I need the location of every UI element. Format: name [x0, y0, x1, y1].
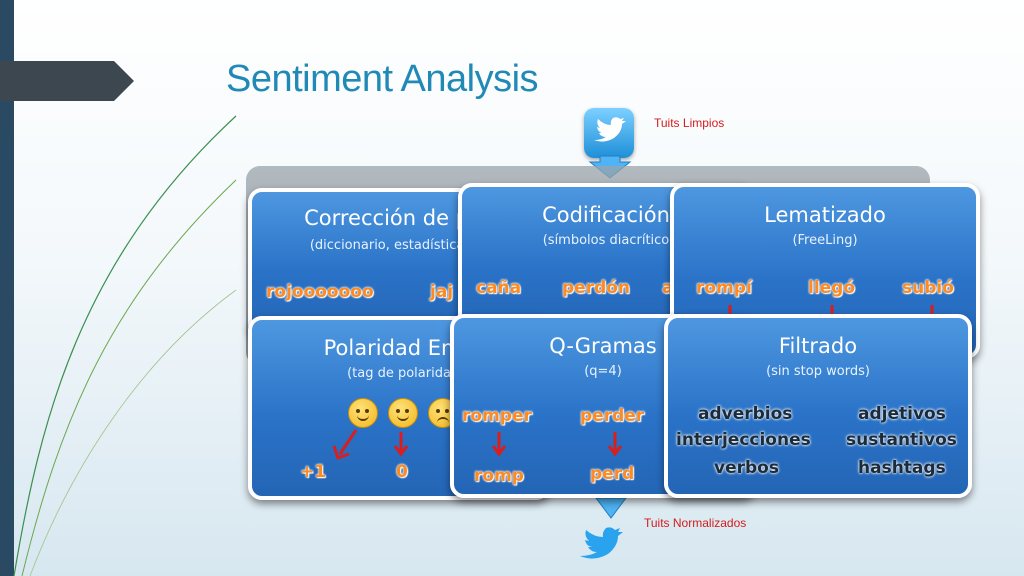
- card-subtitle: (tag de polarida: [347, 366, 451, 381]
- output-label: Tuits Normalizados: [644, 516, 747, 530]
- card-subtitle: (q=4): [584, 364, 622, 379]
- twitter-bird-icon: [584, 108, 634, 158]
- qgram-result: romp: [474, 466, 524, 486]
- card-subtitle: (sin stop words): [766, 364, 870, 379]
- down-arrow-icon: [332, 429, 358, 460]
- down-arrow-icon: [492, 432, 506, 457]
- card-subtitle: (símbolos diacrítico: [542, 233, 670, 248]
- card-title: Q-Gramas: [549, 334, 657, 358]
- card-word: subió: [902, 278, 954, 298]
- card-title: Lematizado: [764, 203, 886, 227]
- down-arrow-icon: [608, 432, 622, 457]
- pos-category: interjecciones: [676, 430, 811, 450]
- down-arrow-icon: [394, 432, 408, 457]
- card-word: perdón: [562, 278, 631, 298]
- card-word: a: [662, 278, 674, 298]
- pos-category: hashtags: [858, 458, 946, 478]
- pos-category: adverbios: [698, 404, 793, 424]
- card-word: caña: [476, 278, 522, 298]
- polarity-value: 0: [396, 462, 408, 482]
- title-arrow-shape: [0, 61, 134, 101]
- card-word: jaj: [430, 282, 454, 302]
- input-label: Tuits Limpios: [654, 116, 725, 130]
- pos-category: adjetivos: [858, 404, 946, 424]
- decorative-lines: [13, 115, 237, 576]
- polarity-value: +1: [300, 462, 327, 482]
- card-title: Filtrado: [778, 334, 858, 358]
- twitter-bird-icon: [580, 527, 623, 559]
- card-word: romper: [462, 406, 532, 426]
- smiling-face-icon: [348, 398, 378, 428]
- card-title: Codificación: [542, 203, 670, 227]
- card-subtitle: (FreeLing): [792, 233, 858, 248]
- card-subtitle: (diccionario, estadística y: [309, 238, 477, 253]
- pos-category: sustantivos: [846, 430, 957, 450]
- card-word: rojooooooo: [266, 282, 374, 302]
- card-title: Corrección de pa: [304, 206, 482, 230]
- card-title: Polaridad Emo: [323, 336, 475, 360]
- pos-category: verbos: [714, 458, 779, 478]
- card-word: rompí: [696, 278, 752, 298]
- card-word: llegó: [808, 278, 856, 298]
- qgram-result: perd: [590, 464, 635, 484]
- card-filtrado: Filtrado (sin stop words) adverbios inte…: [664, 314, 972, 498]
- card-word: perder: [580, 406, 645, 426]
- page-title: Sentiment Analysis: [226, 58, 539, 100]
- nerd-face-icon: [388, 398, 418, 428]
- left-accent-bar: [0, 0, 14, 576]
